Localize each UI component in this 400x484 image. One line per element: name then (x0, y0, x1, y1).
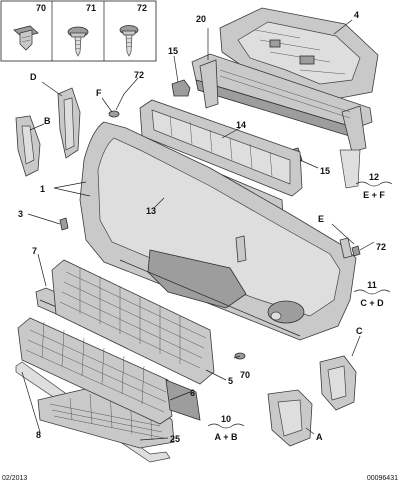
label-A: A (316, 432, 323, 442)
fastener-label-70: 70 (36, 3, 46, 13)
label-4: 4 (354, 10, 359, 20)
reference-number: 12 (369, 172, 379, 182)
clip-icon (13, 25, 39, 51)
beam-20 (191, 53, 373, 189)
upper-panel-4 (219, 7, 379, 101)
leader-lines (21, 19, 375, 441)
fastener-box: 70 71 72 (0, 0, 157, 62)
label-13: 13 (146, 206, 156, 216)
footer-code: 00096431 (367, 475, 398, 482)
callout-labels: 20 4 15 72 F D B 14 15 1 3 13 E 72 7 C 7… (18, 10, 386, 444)
reference-12: 12 E + F (355, 172, 393, 200)
bracket-D (57, 87, 81, 159)
reference-parts: E + F (363, 190, 385, 200)
screw-icon (67, 26, 89, 57)
label-5: 5 (228, 376, 233, 386)
label-8: 8 (36, 430, 41, 440)
label-B: B (44, 116, 51, 126)
label-20: 20 (196, 14, 206, 24)
label-D: D (30, 72, 37, 82)
screw-icon (119, 25, 139, 57)
screw-3 (59, 217, 69, 231)
fastener-label-72: 72 (137, 3, 147, 13)
fastener-box-frame (0, 0, 157, 62)
clip-F (108, 110, 120, 118)
reference-number: 10 (221, 414, 231, 424)
fastener-label-71: 71 (86, 3, 96, 13)
label-70: 70 (240, 370, 250, 380)
label-14: 14 (236, 120, 246, 130)
label-72: 72 (376, 242, 386, 252)
label-E: E (318, 214, 324, 224)
bracket-15 (171, 79, 191, 97)
footer-date: 02/2013 (2, 475, 27, 482)
grille-6 (51, 259, 215, 385)
reference-parts: A + B (215, 432, 238, 442)
label-F: F (96, 88, 102, 98)
bracket-C (319, 355, 357, 411)
label-6: 6 (190, 388, 195, 398)
label-72: 72 (134, 70, 144, 80)
label-7: 7 (32, 246, 37, 256)
lower-grille-5 (17, 317, 201, 425)
reference-number: 11 (367, 280, 377, 290)
bracket-B (15, 115, 41, 177)
label-15: 15 (320, 166, 330, 176)
label-3: 3 (18, 209, 23, 219)
bumper-cover-1 (79, 121, 357, 341)
label-C: C (356, 326, 363, 336)
label-1: 1 (40, 184, 45, 194)
reference-11: 11 C + D (353, 280, 391, 308)
label-15: 15 (168, 46, 178, 56)
reference-10: 10 A + B (207, 414, 245, 442)
reference-parts: C + D (360, 298, 384, 308)
chrome-strip-8 (15, 361, 171, 463)
clip-E (351, 245, 361, 257)
bracket-A (267, 389, 313, 447)
label-25: 25 (170, 434, 180, 444)
